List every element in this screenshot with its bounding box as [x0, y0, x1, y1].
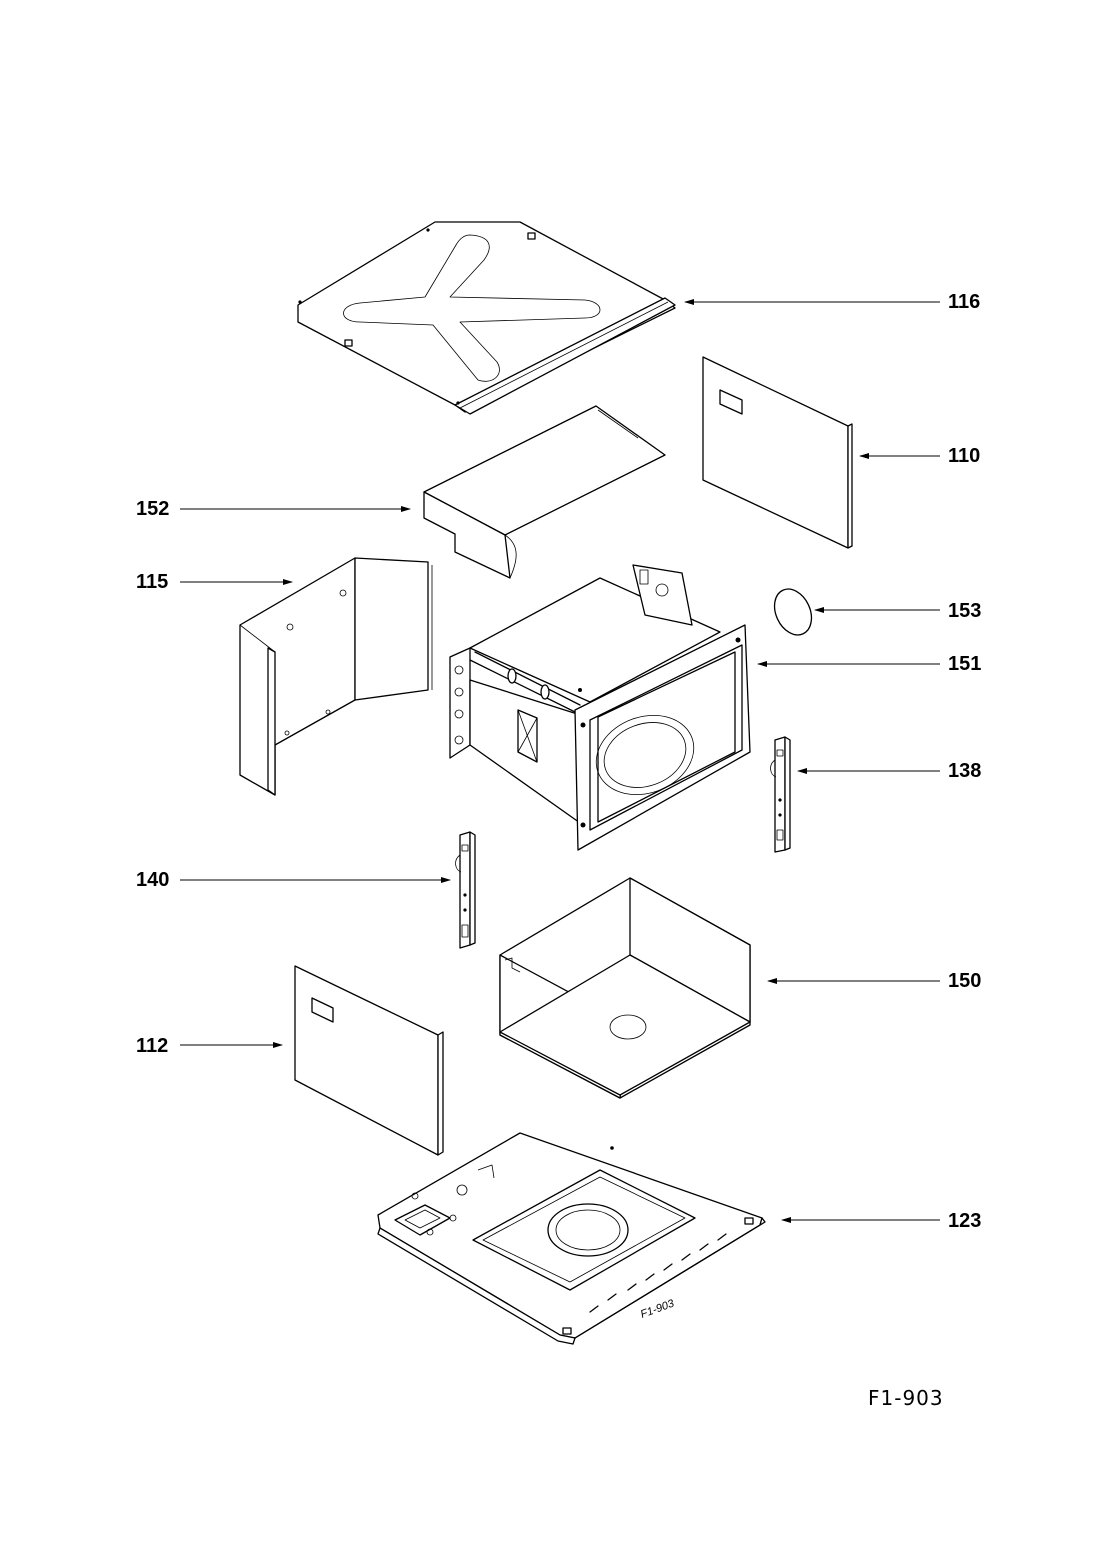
callout-112: 112	[136, 1035, 283, 1057]
part-left-side-panel	[294, 965, 444, 1156]
figure-code: F1-903	[868, 1386, 944, 1410]
callout-138-label: 138	[948, 760, 981, 782]
inline-figure-code: F1-903	[639, 1297, 677, 1320]
part-rear-wrap-panel	[239, 557, 433, 796]
part-top-duct-insulation	[423, 405, 666, 579]
callout-140: 140	[136, 869, 451, 891]
callout-153: 153	[814, 600, 981, 622]
part-top-cover-plate	[297, 221, 676, 415]
callout-115-label: 115	[136, 571, 168, 593]
callout-116: 116	[684, 291, 980, 313]
callout-116-label: 116	[948, 291, 980, 313]
callout-150-label: 150	[948, 970, 981, 992]
part-bottom-cradle	[499, 877, 751, 1099]
callout-150: 150	[767, 970, 981, 992]
part-oven-cavity	[449, 564, 751, 851]
part-right-rail-support	[770, 736, 791, 853]
part-round-cover	[773, 588, 813, 636]
callout-151-label: 151	[948, 653, 981, 675]
callout-153-label: 153	[948, 600, 981, 622]
base-vent-slits	[589, 1233, 727, 1313]
part-right-side-panel	[702, 356, 853, 549]
callout-110-label: 110	[948, 445, 980, 467]
callout-140-label: 140	[136, 869, 169, 891]
callout-112-label: 112	[136, 1035, 168, 1057]
callout-152-label: 152	[136, 498, 169, 520]
part-left-rail-support	[455, 831, 476, 949]
callout-110: 110	[859, 445, 980, 467]
callout-151: 151	[757, 653, 981, 675]
part-base-plate: F1-903	[377, 1132, 766, 1345]
callout-123-label: 123	[948, 1210, 981, 1232]
callout-123: 123	[781, 1210, 981, 1232]
callout-152: 152	[136, 498, 411, 520]
callout-138: 138	[797, 760, 981, 782]
callouts: 116 110 152 115 153 151 138	[136, 291, 981, 1232]
callout-115: 115	[136, 571, 293, 593]
